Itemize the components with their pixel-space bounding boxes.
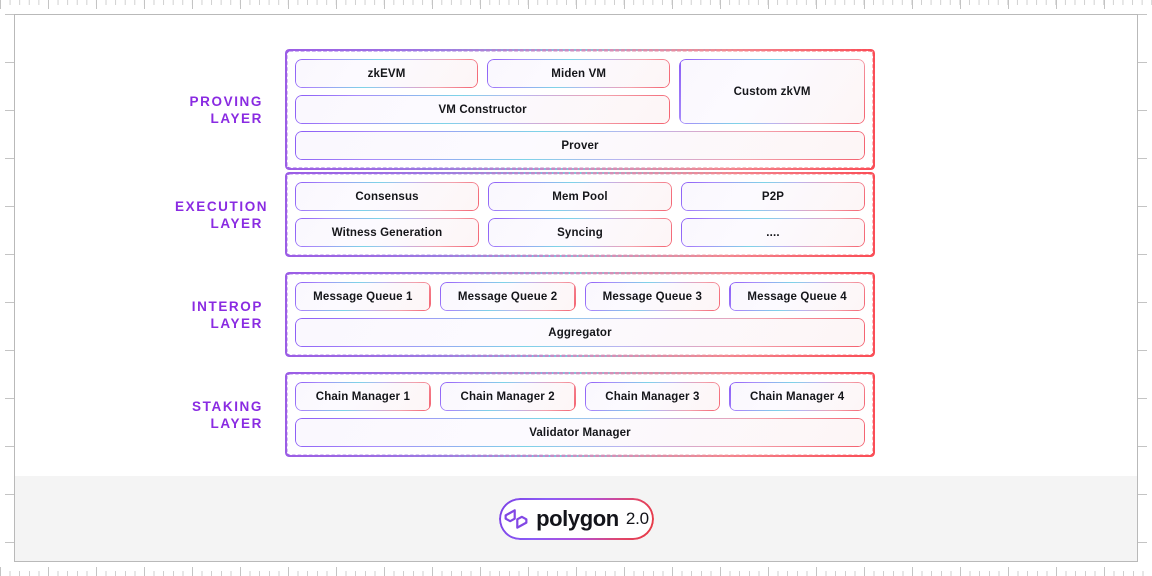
node-prover[interactable]: Prover xyxy=(295,131,865,160)
node-message-queue-2[interactable]: Message Queue 2 xyxy=(439,282,576,311)
layer-inner-staking: Chain Manager 1 Chain Manager 2 Chain Ma… xyxy=(295,382,865,447)
layer-box-proving: zkEVM Miden VM VM Constructor Custom zkV… xyxy=(285,49,875,170)
node-p2p[interactable]: P2P xyxy=(681,182,865,211)
polygon-version-text: 2.0 xyxy=(625,509,649,528)
node-validator-manager[interactable]: Validator Manager xyxy=(295,418,865,447)
staking-row-1: Chain Manager 1 Chain Manager 2 Chain Ma… xyxy=(295,382,865,411)
layer-box-interop: Message Queue 1 Message Queue 2 Message … xyxy=(285,272,875,357)
layer-label-proving-line1: PROVING xyxy=(189,93,263,109)
execution-row-2: Witness Generation Syncing .... xyxy=(295,218,865,247)
layer-label-staking: STAKING LAYER xyxy=(175,398,285,432)
layer-proving: PROVING LAYER xyxy=(175,49,875,170)
polygon-brand-text: polygon xyxy=(536,505,619,531)
layer-inner-proving: zkEVM Miden VM VM Constructor Custom zkV… xyxy=(295,59,865,160)
node-chain-manager-2[interactable]: Chain Manager 2 xyxy=(439,382,576,411)
node-mem-pool[interactable]: Mem Pool xyxy=(488,182,672,211)
layer-inner-execution: Consensus Mem Pool P2P Witness Generatio… xyxy=(295,182,865,247)
proving-row-3: Prover xyxy=(295,131,865,160)
node-chain-manager-3[interactable]: Chain Manager 3 xyxy=(584,382,721,411)
layer-label-proving: PROVING LAYER xyxy=(175,93,285,127)
proving-top-group: zkEVM Miden VM VM Constructor Custom zkV… xyxy=(295,59,865,124)
polygon-logo-icon xyxy=(504,508,528,529)
layer-label-execution-line2: LAYER xyxy=(210,215,263,231)
polygon-logo-badge: polygon 2.0 xyxy=(498,497,654,540)
layer-label-staking-line1: STAKING xyxy=(192,398,263,414)
layer-label-execution: EXECUTION LAYER xyxy=(175,198,285,232)
node-custom-zkvm[interactable]: Custom zkVM xyxy=(679,59,865,124)
layer-inner-interop: Message Queue 1 Message Queue 2 Message … xyxy=(295,282,865,347)
ruler-bottom xyxy=(0,562,1152,576)
node-consensus[interactable]: Consensus xyxy=(295,182,479,211)
layer-box-execution: Consensus Mem Pool P2P Witness Generatio… xyxy=(285,172,875,257)
node-aggregator[interactable]: Aggregator xyxy=(295,318,865,347)
node-message-queue-3[interactable]: Message Queue 3 xyxy=(584,282,721,311)
execution-row-1: Consensus Mem Pool P2P xyxy=(295,182,865,211)
layer-label-execution-line1: EXECUTION xyxy=(175,198,269,214)
ruler-top xyxy=(0,0,1152,14)
proving-row-2: VM Constructor xyxy=(295,95,671,124)
layer-label-staking-line2: LAYER xyxy=(210,415,263,431)
node-chain-manager-1[interactable]: Chain Manager 1 xyxy=(295,382,431,411)
proving-row-1: zkEVM Miden VM xyxy=(295,59,671,88)
layer-box-staking: Chain Manager 1 Chain Manager 2 Chain Ma… xyxy=(285,372,875,457)
interop-row-2: Aggregator xyxy=(295,318,865,347)
ruler-left xyxy=(0,14,14,562)
node-syncing[interactable]: Syncing xyxy=(488,218,672,247)
layer-label-interop-line1: INTEROP xyxy=(191,298,263,314)
architecture-diagram: PROVING LAYER xyxy=(15,15,1137,478)
interop-row-1: Message Queue 1 Message Queue 2 Message … xyxy=(295,282,865,311)
node-vm-constructor[interactable]: VM Constructor xyxy=(295,95,671,124)
layer-staking: STAKING LAYER xyxy=(175,372,875,457)
slide-page: PROVING LAYER xyxy=(14,14,1138,562)
node-ellipsis[interactable]: .... xyxy=(681,218,865,247)
node-witness-generation[interactable]: Witness Generation xyxy=(295,218,479,247)
layer-label-interop-line2: LAYER xyxy=(210,315,263,331)
proving-right-column: Custom zkVM xyxy=(679,59,865,124)
layer-execution: EXECUTION LAYER xyxy=(175,172,875,257)
layer-label-proving-line2: LAYER xyxy=(210,110,263,126)
slide-footer: polygon 2.0 xyxy=(15,476,1137,561)
staking-row-2: Validator Manager xyxy=(295,418,865,447)
proving-left-column: zkEVM Miden VM VM Constructor xyxy=(295,59,671,124)
node-zkevm[interactable]: zkEVM xyxy=(295,59,479,88)
node-chain-manager-4[interactable]: Chain Manager 4 xyxy=(729,382,865,411)
layer-interop: INTEROP LAYER xyxy=(175,272,875,357)
node-miden-vm[interactable]: Miden VM xyxy=(487,59,671,88)
layer-label-interop: INTEROP LAYER xyxy=(175,298,285,332)
ruler-right xyxy=(1138,14,1152,562)
node-message-queue-1[interactable]: Message Queue 1 xyxy=(295,282,431,311)
node-message-queue-4[interactable]: Message Queue 4 xyxy=(729,282,865,311)
